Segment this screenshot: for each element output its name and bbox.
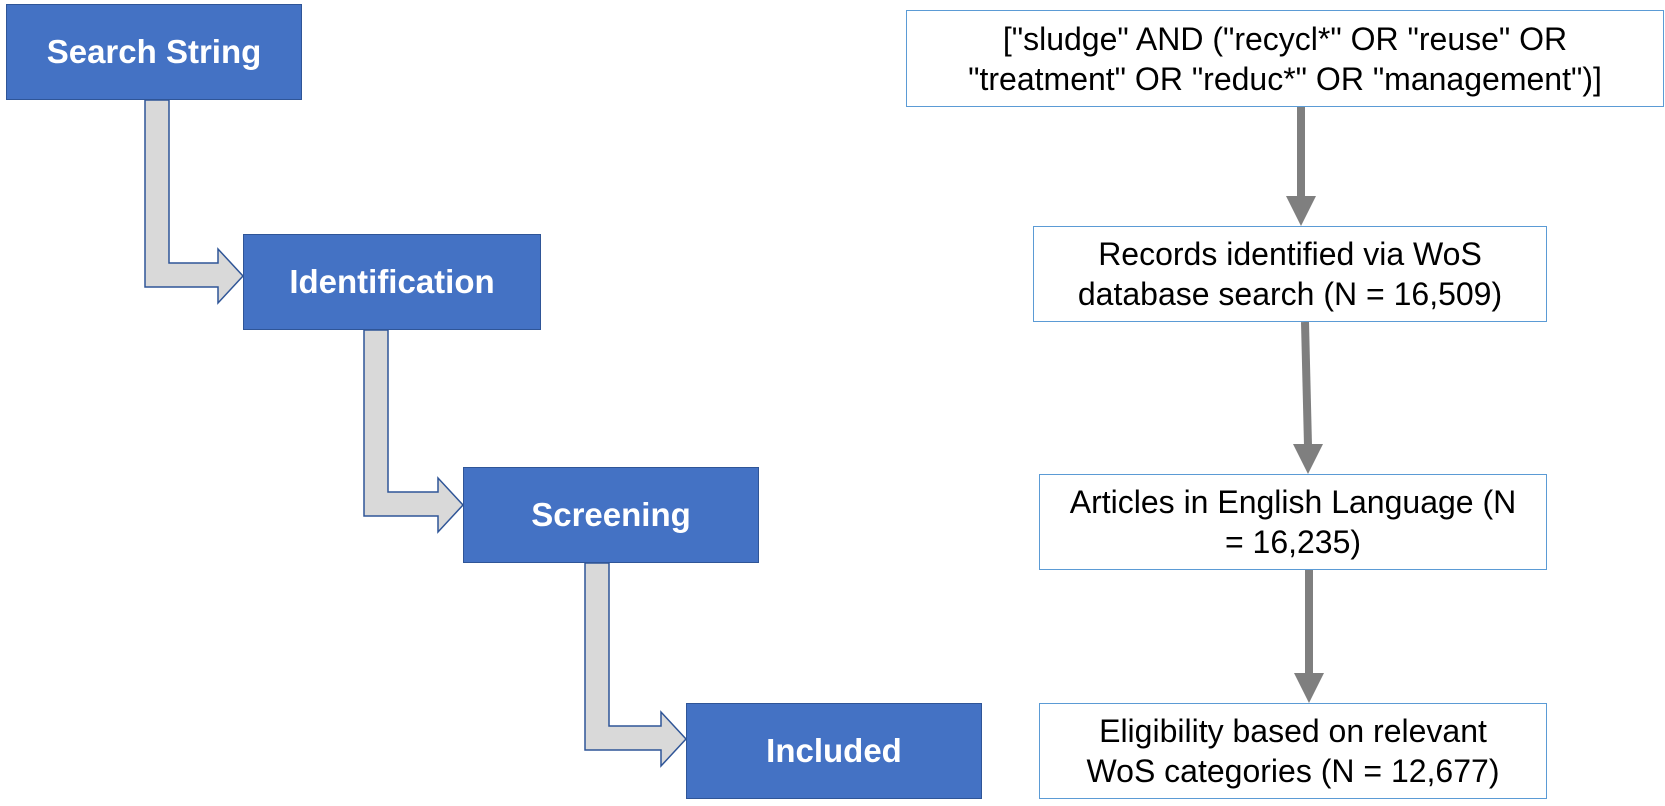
records-identified-line-2: database search (N = 16,509) <box>1077 276 1503 312</box>
eligibility-box: Eligibility based on relevant WoS catego… <box>1039 703 1547 799</box>
stage-screening-label: Screening <box>531 496 691 533</box>
stage-identification: Identification <box>243 234 541 330</box>
eligibility-line-1: Eligibility based on relevant <box>1099 713 1487 749</box>
down-arrow-records-to-english <box>1293 321 1323 474</box>
search-query-box: ["sludge" AND ("recycl*" OR "reuse" OR "… <box>906 10 1664 107</box>
search-query-line-2: "treatment" OR "reduc*" OR "management")… <box>968 60 1602 97</box>
stage-included: Included <box>686 703 982 799</box>
stage-identification-label: Identification <box>289 263 495 300</box>
eligibility-line-2: WoS categories (N = 12,677) <box>1086 753 1500 789</box>
records-identified-line-1: Records identified via WoS <box>1098 236 1482 272</box>
stage-search-string-label: Search String <box>46 33 262 70</box>
stage-screening: Screening <box>463 467 759 563</box>
down-arrow-query-to-records <box>1286 107 1316 226</box>
records-identified-box: Records identified via WoS database sear… <box>1033 226 1547 322</box>
bent-arrow-search-to-identification <box>144 99 245 305</box>
english-articles-box: Articles in English Language (N = 16,235… <box>1039 474 1547 570</box>
bent-arrow-screening-to-included <box>584 562 688 768</box>
down-arrow-english-to-eligibility <box>1294 570 1324 703</box>
stage-included-label: Included <box>766 732 902 769</box>
english-articles-line-1: Articles in English Language (N <box>1069 484 1517 520</box>
search-query-line-1: ["sludge" AND ("recycl*" OR "reuse" OR <box>1002 20 1568 57</box>
stage-search-string: Search String <box>6 4 302 100</box>
english-articles-line-2: = 16,235) <box>1224 524 1362 560</box>
bent-arrow-identification-to-screening <box>363 329 465 534</box>
